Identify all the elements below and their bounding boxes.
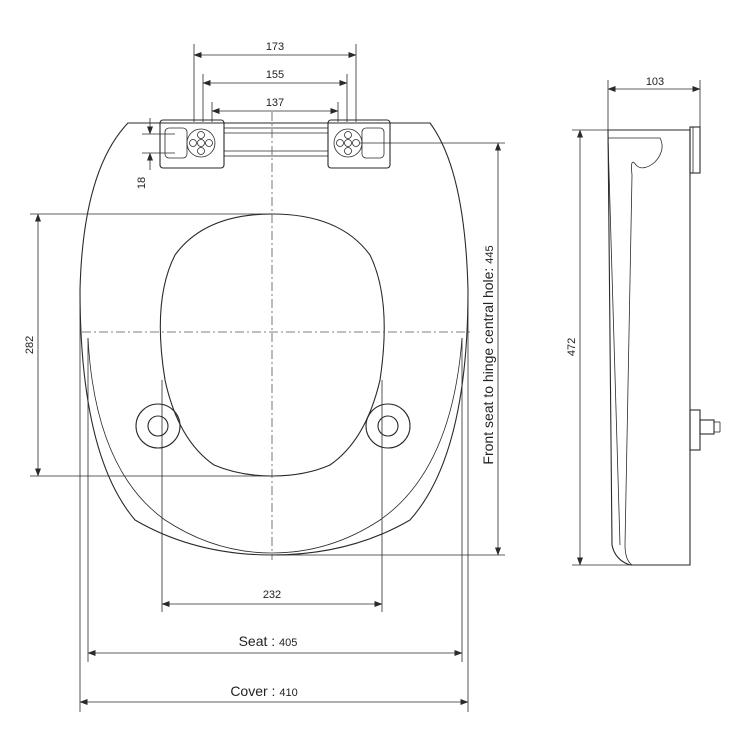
dim-foot-spacing: 232 [263, 589, 281, 601]
hinge-dimensions: 173 155 137 18 [136, 41, 357, 189]
cover-label: Cover : [230, 683, 279, 699]
side-bumper [689, 409, 721, 451]
front-to-hinge-dimension: Front seat to hinge central hole: 445 [272, 142, 505, 556]
right-hinge [327, 119, 391, 169]
left-bumper [135, 403, 181, 449]
cover-value: 410 [279, 687, 297, 699]
seat-inner-rim [87, 337, 463, 554]
dim-side-depth: 103 [646, 76, 664, 88]
dim-hinge-inner: 137 [266, 97, 284, 109]
hinge-bar [223, 127, 329, 157]
front-to-hinge-label: Front seat to hinge central hole: [480, 264, 496, 465]
side-dimensions: 103 472 [566, 76, 701, 566]
seat-top-view [79, 112, 470, 560]
right-bumper [365, 403, 411, 449]
dim-hinge-mid: 155 [266, 69, 284, 81]
bottom-dimensions: 232 Seat : 405 Cover : 410 [79, 300, 469, 712]
dim-opening-length: 282 [24, 336, 36, 354]
front-to-hinge-value: 445 [484, 245, 496, 263]
dim-front-to-hinge: Front seat to hinge central hole: 445 [480, 245, 496, 464]
left-hinge [159, 119, 225, 169]
dim-hinge-height: 18 [136, 177, 148, 189]
seat-label: Seat : [239, 633, 279, 649]
dim-cover-width: Cover : 410 [230, 683, 297, 699]
side-body-outline [607, 129, 691, 566]
seat-value: 405 [279, 637, 297, 649]
opening-length-dimension: 282 [24, 213, 272, 477]
dim-side-length: 472 [566, 338, 578, 356]
dim-hinge-outer: 173 [266, 41, 284, 53]
seat-side-view [607, 126, 721, 566]
side-hinge-plate [689, 126, 701, 174]
dim-seat-width: Seat : 405 [239, 633, 298, 649]
